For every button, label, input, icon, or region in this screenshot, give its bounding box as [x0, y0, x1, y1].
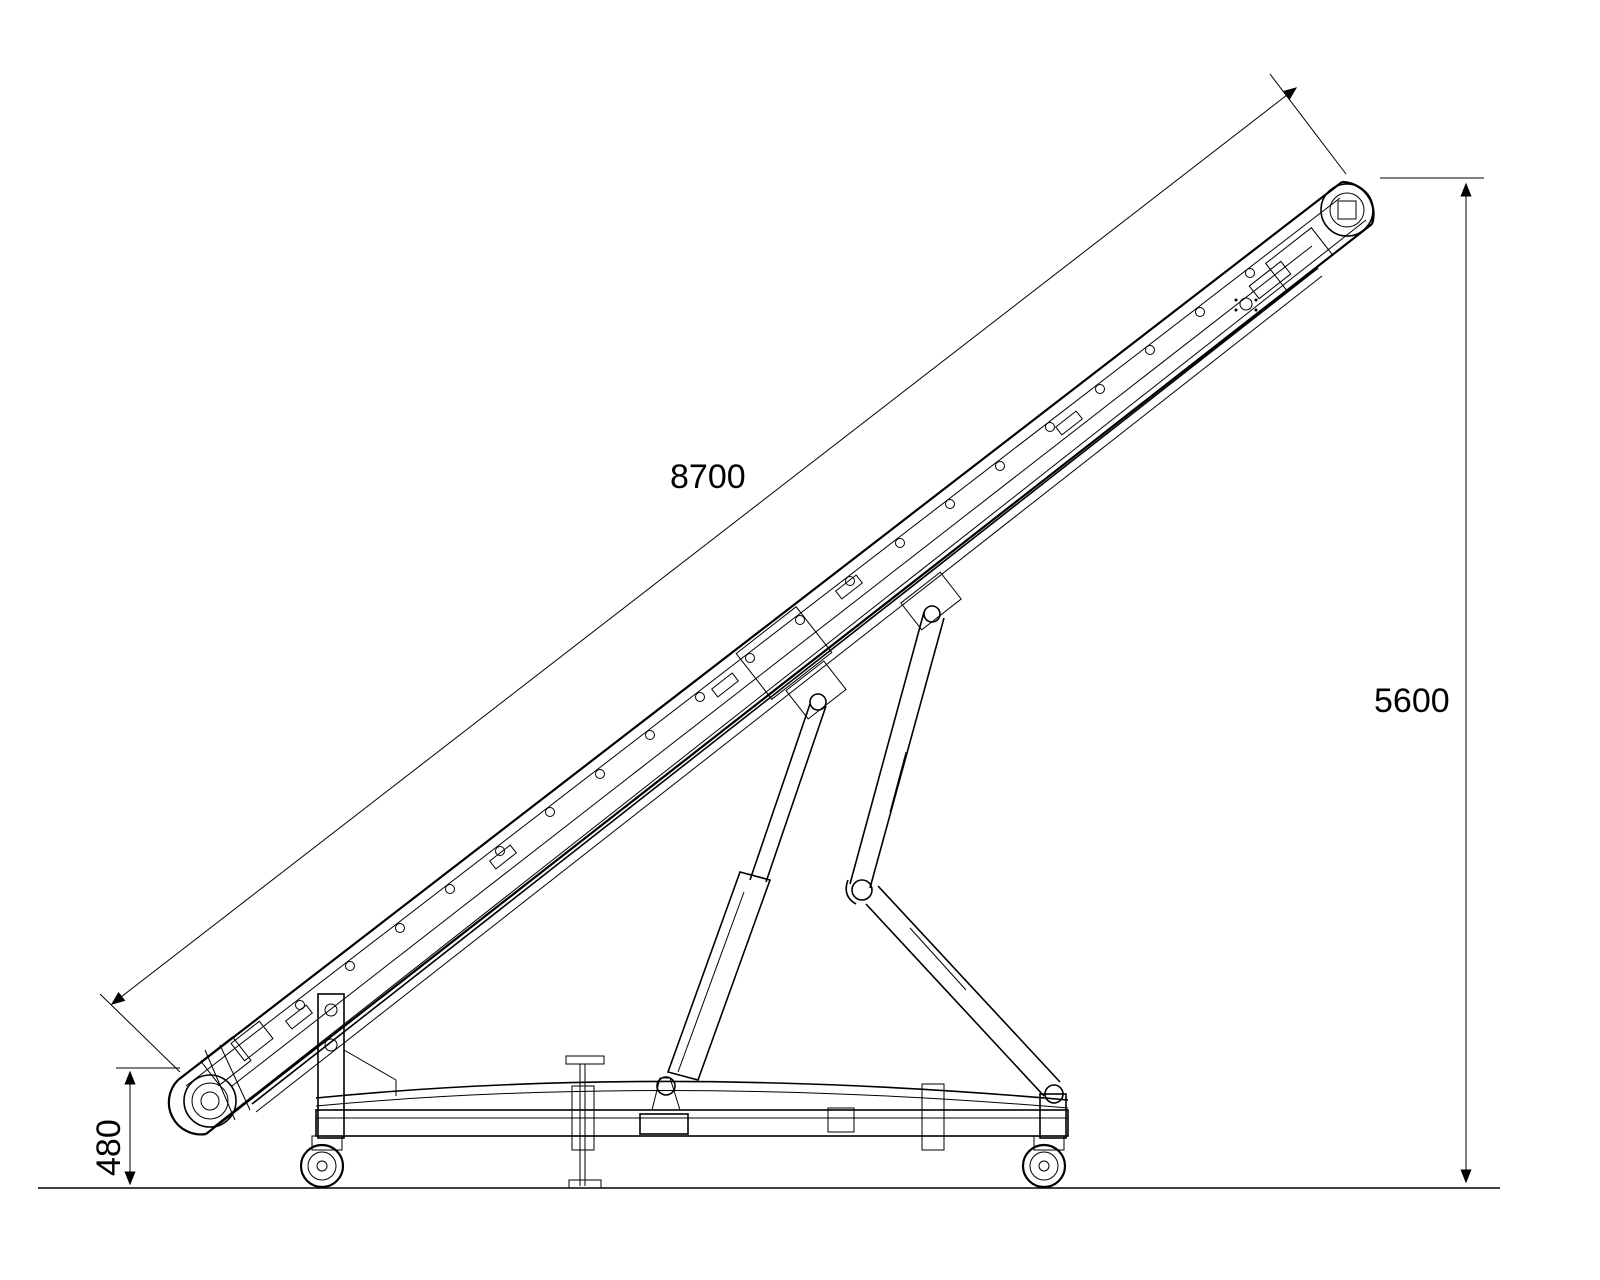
length-dimension: 8700	[99, 73, 1347, 1073]
feed-height-dimension-label: 480	[90, 1119, 128, 1176]
tail-drum	[167, 1020, 274, 1136]
jack-stand	[565, 1055, 605, 1189]
hydraulic-cylinder	[651, 660, 847, 1111]
base-chassis	[315, 993, 1069, 1189]
feed-height-dimension: 480	[90, 1067, 180, 1186]
right-caster-wheel	[1021, 1135, 1067, 1189]
height-dimension: 5600	[1374, 177, 1484, 1184]
carrier-idlers	[295, 268, 1255, 1010]
splice-plates	[284, 410, 1084, 1030]
head-drum	[1234, 180, 1375, 312]
height-dimension-label: 5600	[1374, 682, 1450, 720]
left-caster-wheel	[299, 1135, 345, 1189]
length-dimension-label: 8700	[670, 458, 746, 496]
conveyor-boom	[167, 180, 1375, 1136]
support-arm	[845, 571, 1064, 1104]
